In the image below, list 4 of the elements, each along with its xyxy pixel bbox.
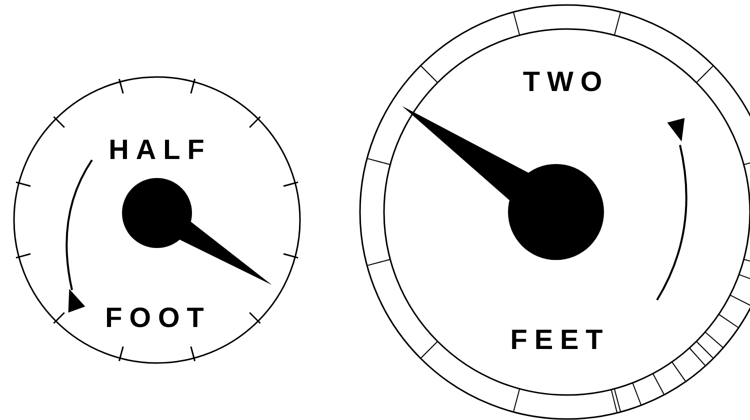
dial-label: HALF: [108, 133, 212, 167]
dial-label: FOOT: [105, 301, 211, 335]
dial-label: FEET: [510, 323, 610, 357]
dial-label: TWO: [522, 65, 610, 99]
